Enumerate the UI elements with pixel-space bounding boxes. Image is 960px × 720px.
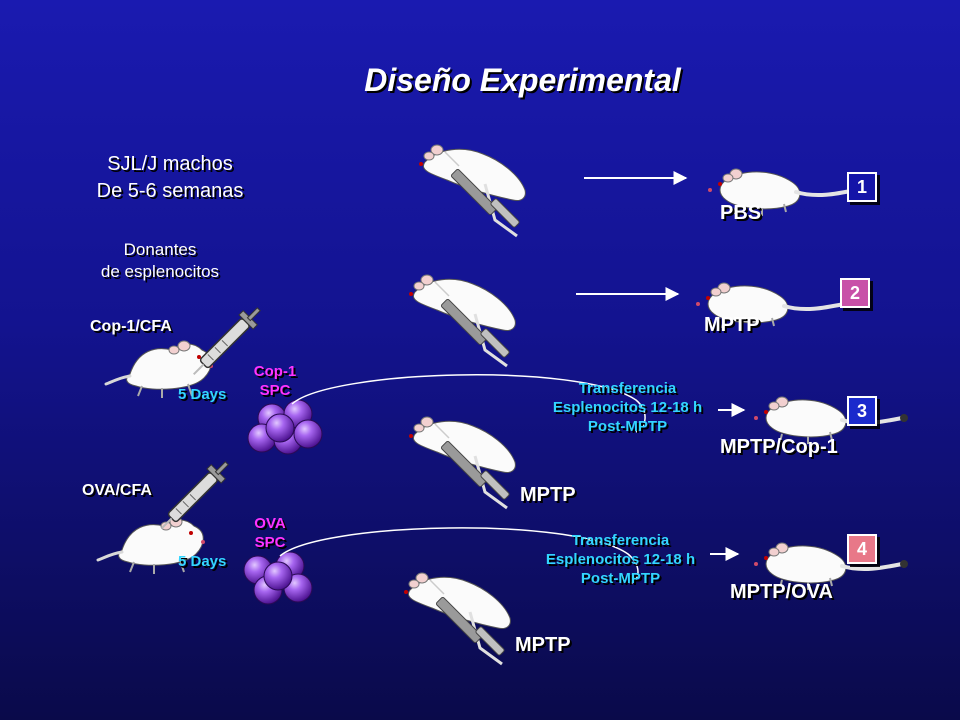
donor-text: Donantes de esplenocitos xyxy=(60,239,260,283)
intro-line-2: De 5-6 semanas xyxy=(96,180,244,202)
ova-cfa-label: OVA/CFA xyxy=(82,482,152,499)
group-3-label: MPTP/Cop-1 xyxy=(720,436,838,458)
ova-spc-label: OVA SPC xyxy=(235,514,305,552)
injected-mouse-cop1 xyxy=(407,415,517,510)
transfer-label-ova: Transferencia Esplenocitos 12-18 h Post-… xyxy=(523,531,718,588)
days-label-cop1: 5 Days xyxy=(178,386,227,403)
injected-mouse-ova xyxy=(402,571,512,666)
syringe-ova xyxy=(153,455,235,537)
ova-spc-cells xyxy=(243,551,313,605)
intro-line-1: SJL/J machos xyxy=(107,153,233,175)
days-label-ova: 5 Days xyxy=(178,553,227,570)
cop1-spc-label: Cop-1 SPC xyxy=(240,362,310,400)
transfer-ova-line-1: Transferencia xyxy=(571,532,670,549)
cop1-cfa-label: Cop-1/CFA xyxy=(90,318,172,335)
injected-mouse-pbs xyxy=(417,143,527,238)
transfer-ova-line-2: Esplenocitos 12-18 h xyxy=(545,551,696,568)
transfer-cop1-line-1: Transferencia xyxy=(578,380,677,397)
group-4-label: MPTP/OVA xyxy=(730,581,833,603)
cop1-spc-line-1: Cop-1 xyxy=(253,363,297,380)
transfer-ova-line-3: Post-MPTP xyxy=(580,570,661,587)
group-3-badge: 3 xyxy=(847,396,877,426)
transfer-cop1-line-2: Esplenocitos 12-18 h xyxy=(552,399,703,416)
transfer-label-cop1: Transferencia Esplenocitos 12-18 h Post-… xyxy=(530,379,725,436)
injected-mouse-mptp xyxy=(407,273,517,368)
donor-line-1: Donantes xyxy=(123,240,197,259)
intro-text: SJL/J machos De 5-6 semanas xyxy=(70,151,270,205)
transfer-cop1-line-3: Post-MPTP xyxy=(587,418,668,435)
cop1-spc-cells xyxy=(247,399,323,455)
group-2-badge: 2 xyxy=(840,278,870,308)
group-2-label: MPTP xyxy=(704,314,760,336)
cop1-spc-line-2: SPC xyxy=(259,382,291,399)
mptp-treatment-label-a: MPTP xyxy=(520,484,576,506)
group-1-badge: 1 xyxy=(847,172,877,202)
donor-line-2: de esplenocitos xyxy=(100,262,220,281)
ova-spc-line-2: SPC xyxy=(254,534,286,551)
transfer-arc-cop1 xyxy=(291,374,646,433)
group-4-badge: 4 xyxy=(847,534,877,564)
transfer-arc-ova xyxy=(279,527,639,585)
slide-title: Diseño Experimental xyxy=(364,62,681,98)
group-1-label: PBS xyxy=(720,202,762,224)
ova-spc-line-1: OVA xyxy=(254,515,286,532)
mptp-treatment-label-b: MPTP xyxy=(515,634,571,656)
